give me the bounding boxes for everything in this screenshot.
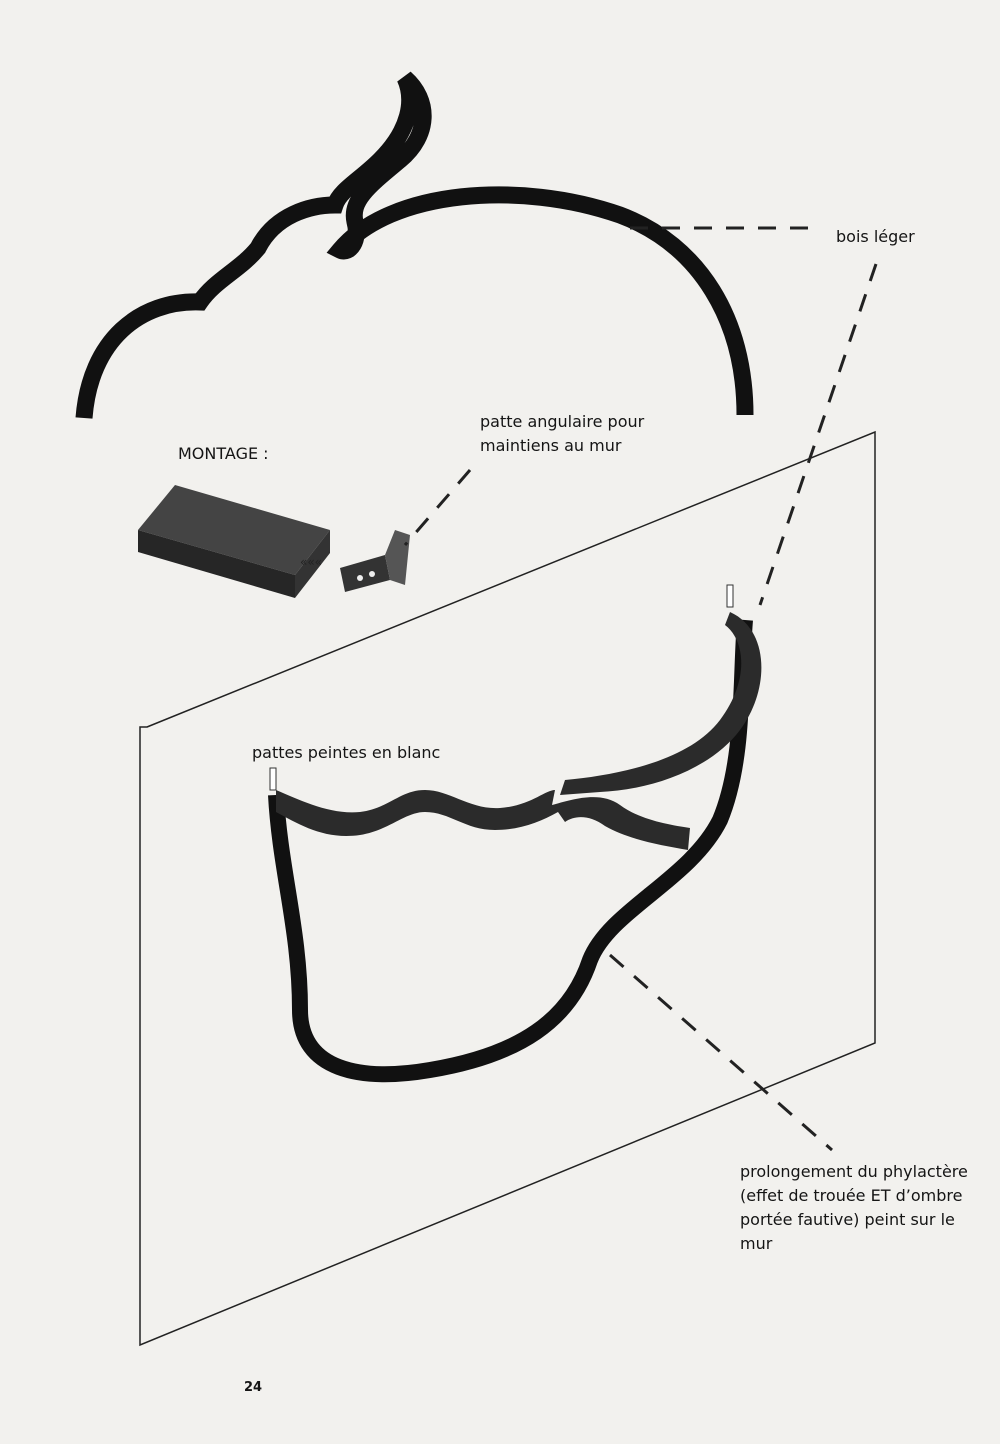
- label-montage: MONTAGE :: [178, 444, 269, 463]
- page-number: 24: [244, 1380, 263, 1395]
- label-prolongement: prolongement du phylactère (effet de tro…: [740, 1162, 968, 1253]
- wall-plane: [139, 430, 876, 1347]
- leader-lines: [403, 226, 878, 1152]
- label-bois-leger: bois léger: [836, 227, 915, 246]
- angle-bracket-illustration: [340, 530, 410, 592]
- white-tab-left: [269, 767, 277, 791]
- thought-bubble-outline: [75, 71, 754, 419]
- svg-text:«««: «««: [300, 555, 322, 569]
- bubble-cutout: [268, 619, 753, 1083]
- white-tab-right: [726, 584, 734, 608]
- label-patte-angulaire: patte angulaire pour maintiens au mur: [480, 412, 645, 455]
- wood-block-illustration: «««: [138, 485, 330, 598]
- label-pattes-peintes: pattes peintes en blanc: [252, 743, 441, 762]
- wooden-band: [276, 790, 690, 850]
- wooden-band-right: [560, 612, 762, 795]
